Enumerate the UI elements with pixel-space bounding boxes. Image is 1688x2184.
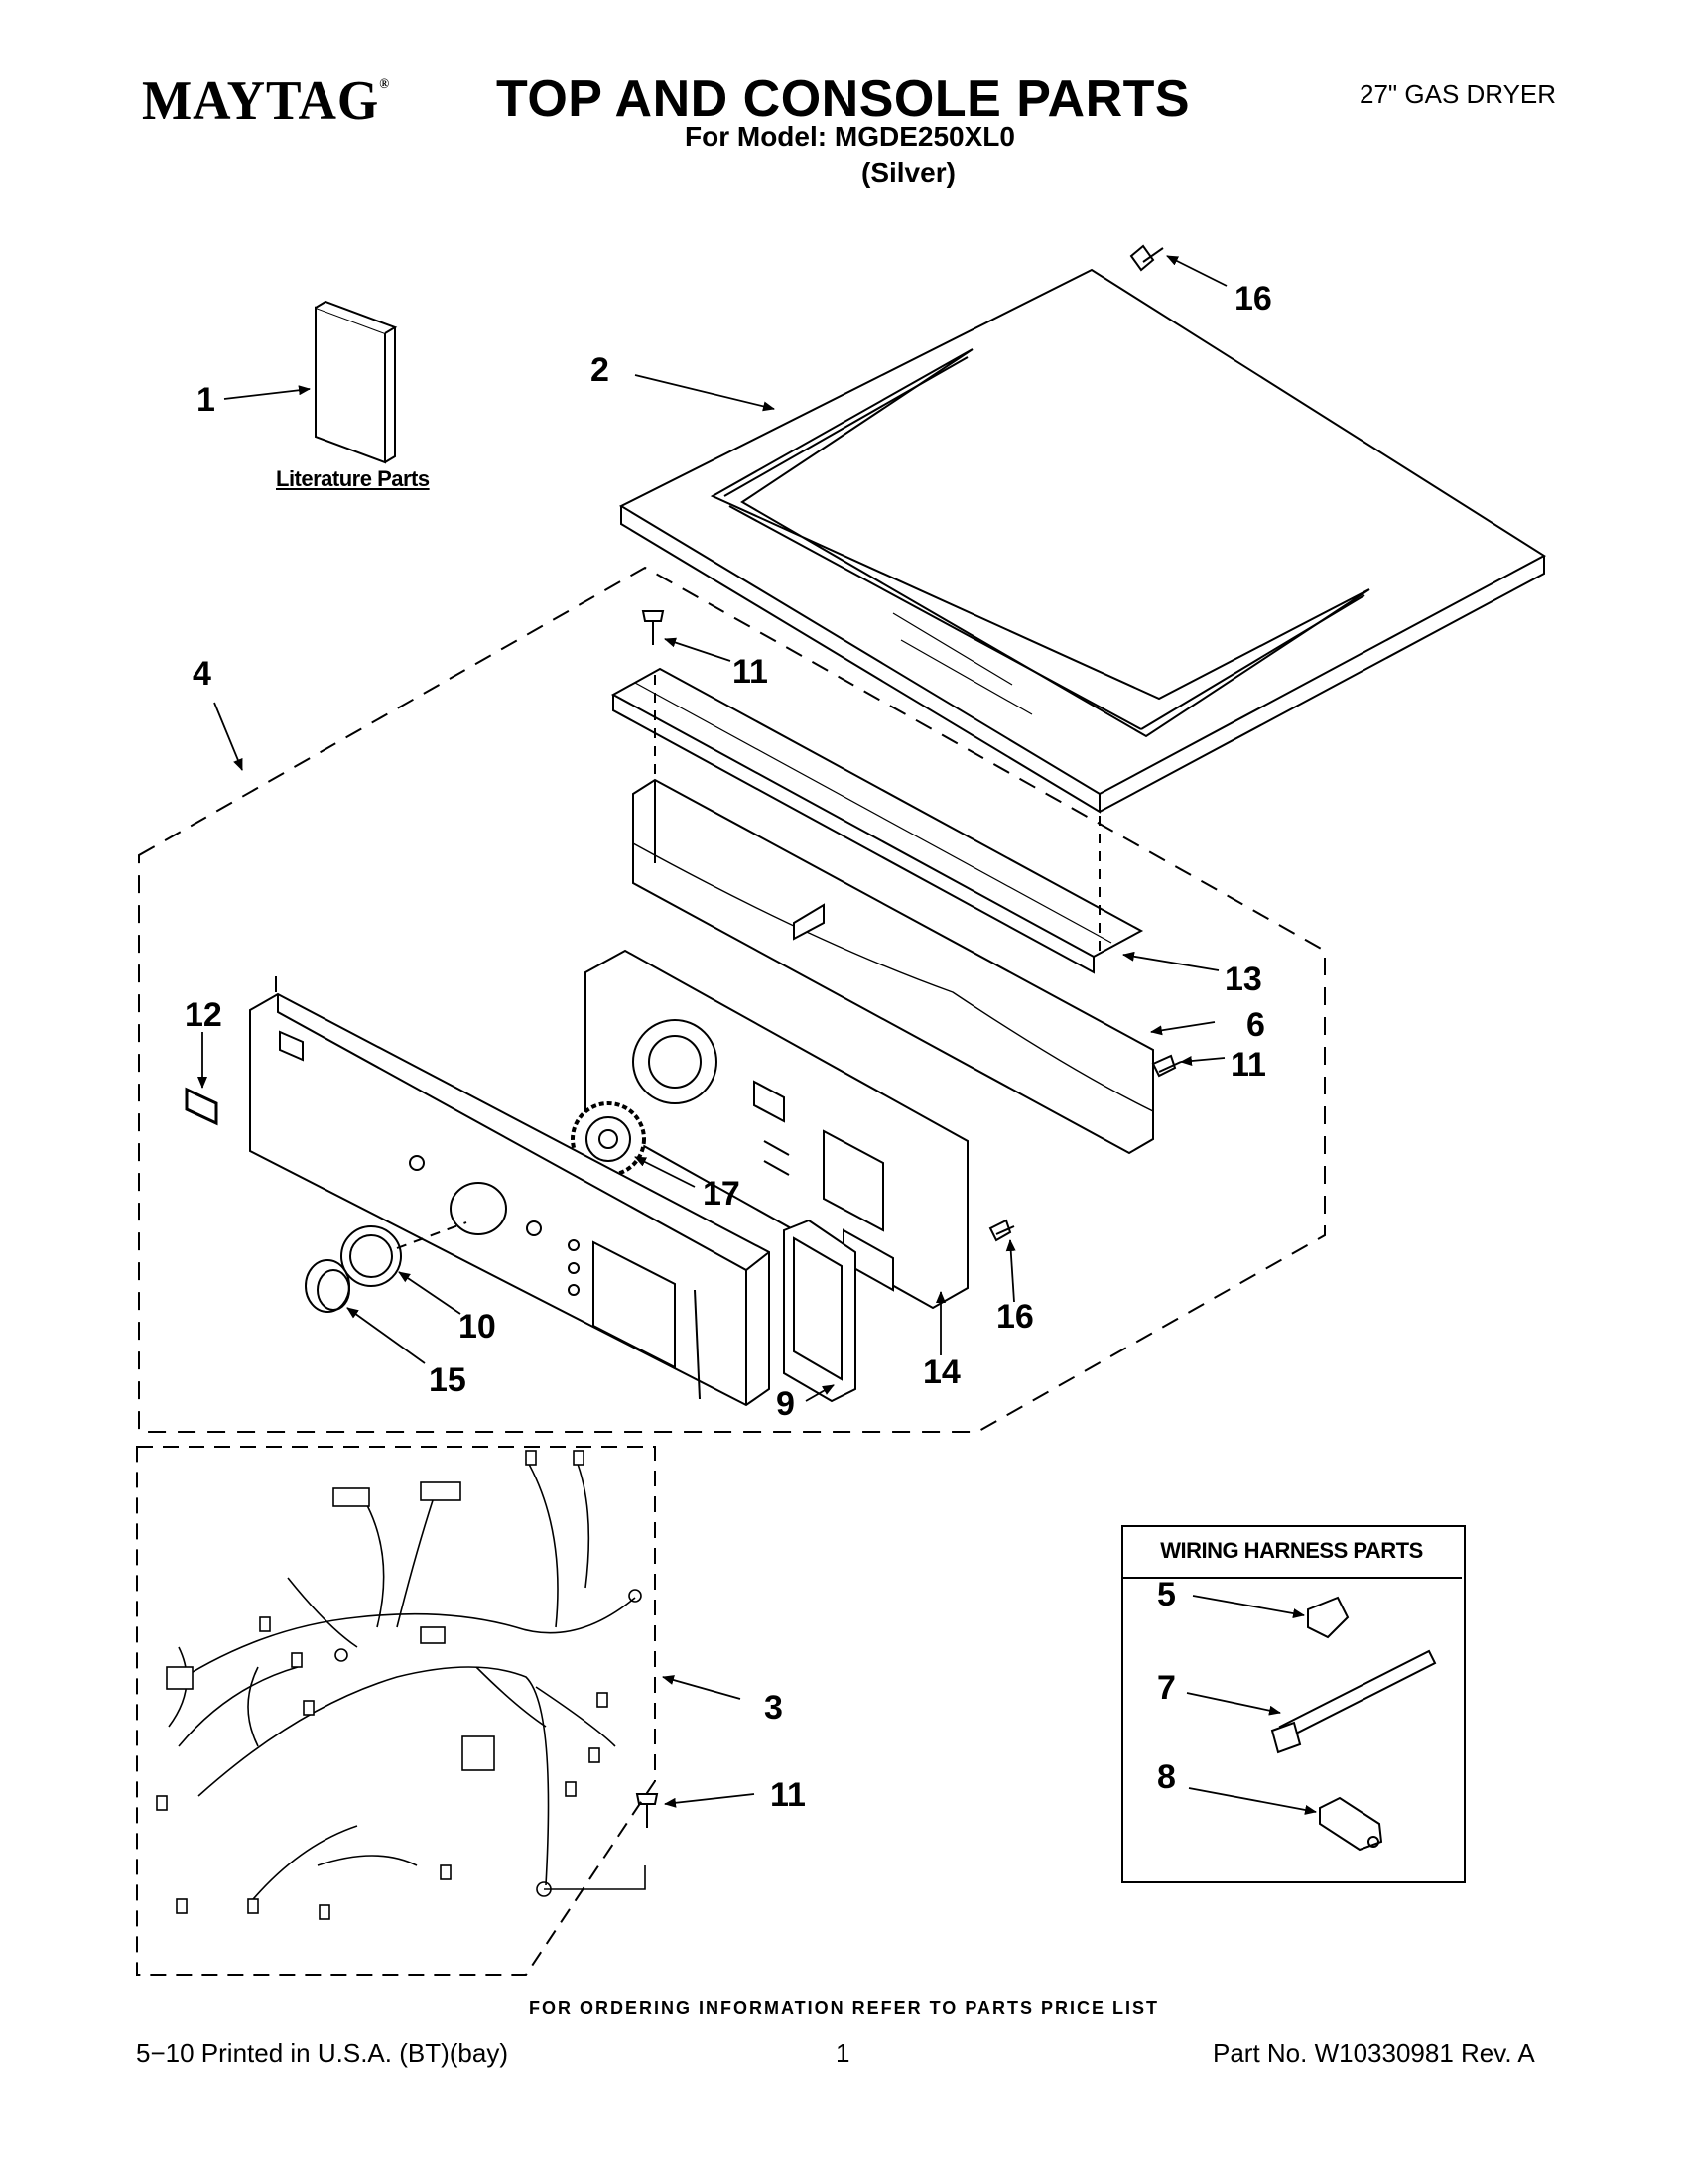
page-number: 1	[836, 2038, 850, 2068]
callout-11-right: 11	[1231, 1046, 1266, 1084]
literature-book	[315, 300, 398, 464]
callout-15: 15	[429, 1361, 466, 1399]
callout-14: 14	[923, 1353, 961, 1391]
brand-name: MAYTAG	[142, 70, 380, 132]
callout-11-upper: 11	[732, 653, 768, 691]
callout-5: 5	[1157, 1576, 1176, 1613]
color-line: (Silver)	[861, 157, 956, 188]
console-assembly-boundary	[138, 566, 1326, 1433]
callout-9: 9	[776, 1385, 795, 1423]
harness-clip-5	[1307, 1596, 1350, 1639]
ordering-info: FOR ORDERING INFORMATION REFER TO PARTS …	[528, 1998, 1159, 2018]
callout-13: 13	[1225, 961, 1262, 998]
selector-knob	[305, 1259, 350, 1313]
brand-logo: MAYTAG®	[142, 69, 390, 133]
callout-2: 2	[590, 351, 609, 389]
callout-4: 4	[193, 655, 211, 693]
terminal-8	[1319, 1796, 1383, 1852]
callout-10: 10	[458, 1308, 496, 1346]
callout-11-lower: 11	[770, 1776, 806, 1814]
wiring-harness-parts-box	[1121, 1525, 1466, 1883]
screw-11-lower	[635, 1793, 659, 1828]
callout-6: 6	[1246, 1006, 1265, 1044]
callout-16-top: 16	[1234, 280, 1272, 318]
part-number: Part No. W10330981 Rev. A	[1213, 2038, 1535, 2068]
brand-registered-mark: ®	[379, 77, 391, 92]
top-panel	[618, 268, 1546, 814]
callout-7: 7	[1157, 1669, 1176, 1707]
print-info: 5−10 Printed in U.S.A. (BT)(bay)	[136, 2038, 508, 2068]
literature-parts-label: Literature Parts	[276, 466, 430, 491]
console-bracket	[610, 667, 1144, 974]
screw-11-upper	[641, 610, 665, 645]
control-panel-face	[249, 976, 770, 1407]
display-window	[783, 1219, 856, 1403]
screw-11-right	[1151, 1054, 1182, 1078]
screw-16-top	[1129, 244, 1164, 272]
callout-1: 1	[196, 381, 215, 419]
page-title: TOP AND CONSOLE PARTS	[496, 70, 1191, 128]
knob-ring	[340, 1225, 402, 1287]
callout-16-mid: 16	[996, 1298, 1034, 1336]
control-board	[584, 949, 969, 1310]
product-type: 27" GAS DRYER	[1360, 79, 1557, 109]
model-line: For Model: MGDE250XL0	[685, 121, 1015, 152]
wiring-harness	[156, 1450, 646, 1920]
indicator-lens	[185, 1087, 218, 1126]
wiring-harness-boundary	[136, 1446, 656, 1976]
screw-16-mid	[988, 1219, 1015, 1242]
callout-8: 8	[1157, 1758, 1176, 1796]
callout-3: 3	[764, 1689, 783, 1727]
callout-17: 17	[703, 1175, 740, 1213]
console-housing	[632, 778, 1154, 1155]
cable-tie-7	[1270, 1649, 1437, 1754]
callout-12: 12	[185, 996, 222, 1034]
wiring-harness-parts-title: WIRING HARNESS PARTS	[1121, 1525, 1462, 1579]
